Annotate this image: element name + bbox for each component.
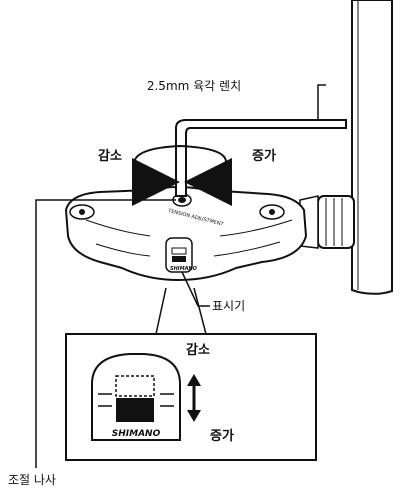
inset-indicator-fill xyxy=(116,398,154,422)
inset-decrease-label: 감소 xyxy=(186,343,210,358)
adjustment-screw-label: 조절 나사 xyxy=(8,473,56,487)
rotation-arrows xyxy=(131,144,233,206)
pedal-brand-text: SHIMANO xyxy=(170,266,198,272)
indicator-detail-inset: 감소 증가 SHIMANO xyxy=(65,333,317,461)
inset-increase-label: 증가 xyxy=(210,429,234,444)
increase-label: 증가 xyxy=(252,149,276,164)
double-arrow-icon xyxy=(187,374,201,422)
indicator-label: 표시기 xyxy=(212,299,245,313)
inset-indicator-top-zone xyxy=(115,375,155,397)
decrease-label: 감소 xyxy=(98,149,122,164)
leader-lines xyxy=(35,84,326,468)
pedal-body: TENSION ADJUSTMENT SHIMANO xyxy=(64,186,308,282)
pedal-spindle xyxy=(299,195,355,249)
inset-indicator-housing xyxy=(91,353,181,441)
crank-arm xyxy=(351,0,393,295)
inset-brand-text: SHIMANO xyxy=(112,429,161,439)
hex-wrench xyxy=(175,119,347,197)
wrench-label: 2.5mm 육각 렌치 xyxy=(147,79,241,93)
pedal-indicator-window xyxy=(165,237,193,273)
